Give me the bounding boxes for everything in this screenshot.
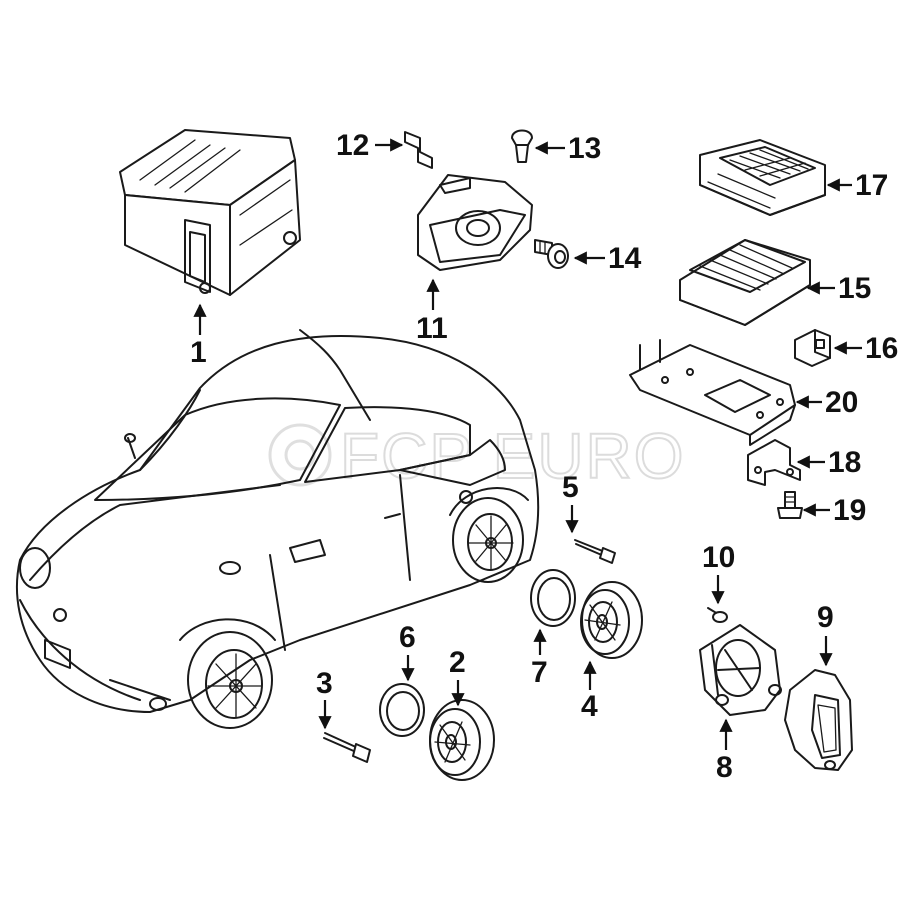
part-bracket-clip <box>404 131 433 169</box>
callout-8: 8 <box>716 751 733 784</box>
callout-18: 18 <box>828 446 861 479</box>
callout-9: 9 <box>817 601 834 634</box>
part-left-speaker-seal-ring <box>379 683 425 737</box>
callout-5: 5 <box>562 471 579 504</box>
part-subwoofer-screw <box>707 607 728 623</box>
callout-6: 6 <box>399 621 416 654</box>
watermark-logo: FCP EURO <box>268 419 686 493</box>
callout-4: 4 <box>581 690 598 723</box>
callout-1: 1 <box>190 336 207 369</box>
part-right-speaker-bolt <box>574 539 616 564</box>
part-radio-head-unit <box>119 129 301 296</box>
callout-2: 2 <box>449 646 466 679</box>
part-small-bracket <box>747 439 801 486</box>
watermark-text: FCP EURO <box>340 420 686 492</box>
part-connector-clip <box>794 329 831 367</box>
front-wheel <box>179 618 276 729</box>
part-left-door-speaker <box>429 699 495 781</box>
part-amplifier-bracket <box>629 339 796 446</box>
callout-3: 3 <box>316 667 333 700</box>
callout-20: 20 <box>825 386 858 419</box>
callout-10: 10 <box>702 541 735 574</box>
part-subwoofer-cover <box>784 669 853 771</box>
part-center-speaker <box>417 174 533 271</box>
part-bracket-bolt <box>777 491 803 519</box>
callout-11: 11 <box>416 312 448 345</box>
leader-lines <box>193 138 862 750</box>
callout-12: 12 <box>336 129 369 162</box>
rear-wheel <box>449 487 529 583</box>
part-subwoofer-housing <box>699 624 782 716</box>
callout-19: 19 <box>833 494 866 527</box>
part-amplifier-cover <box>699 139 826 216</box>
callout-15: 15 <box>838 272 871 305</box>
callout-labels: 1 2 3 4 5 6 7 8 9 10 11 12 13 14 15 16 1… <box>190 129 898 784</box>
callout-13: 13 <box>568 132 601 165</box>
part-left-speaker-bolt <box>323 732 371 763</box>
part-right-door-speaker <box>580 581 643 659</box>
callout-14: 14 <box>608 242 642 275</box>
part-mounting-screw <box>534 239 569 269</box>
callout-17: 17 <box>855 169 888 202</box>
callout-7: 7 <box>531 656 548 689</box>
car-illustration <box>15 329 540 729</box>
part-right-speaker-seal-ring <box>530 569 576 627</box>
part-push-clip <box>511 129 533 163</box>
part-amplifier <box>679 239 811 326</box>
callout-16: 16 <box>865 332 898 365</box>
